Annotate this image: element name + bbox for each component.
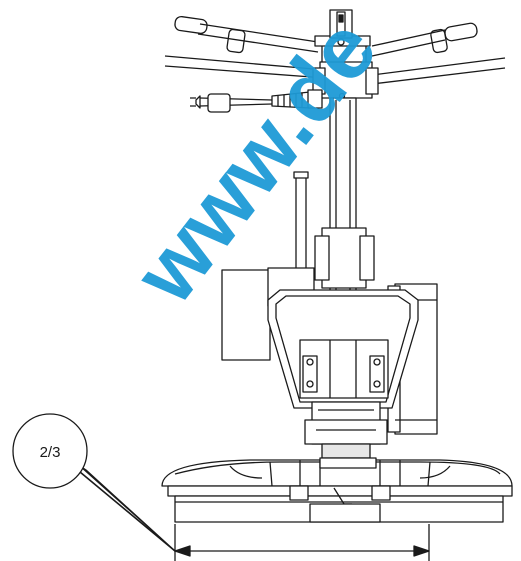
rotor-blades — [161, 457, 513, 497]
callout-circle — [12, 413, 88, 489]
guard-ring — [174, 485, 504, 523]
guard-frame — [267, 289, 419, 409]
handlebar — [164, 15, 506, 85]
power-cord — [190, 89, 323, 113]
dimension-line — [174, 524, 430, 561]
gearbox — [304, 401, 388, 459]
callout-leader — [79, 465, 176, 552]
callout-label: 2/3 — [40, 444, 61, 461]
control-head — [312, 9, 379, 100]
